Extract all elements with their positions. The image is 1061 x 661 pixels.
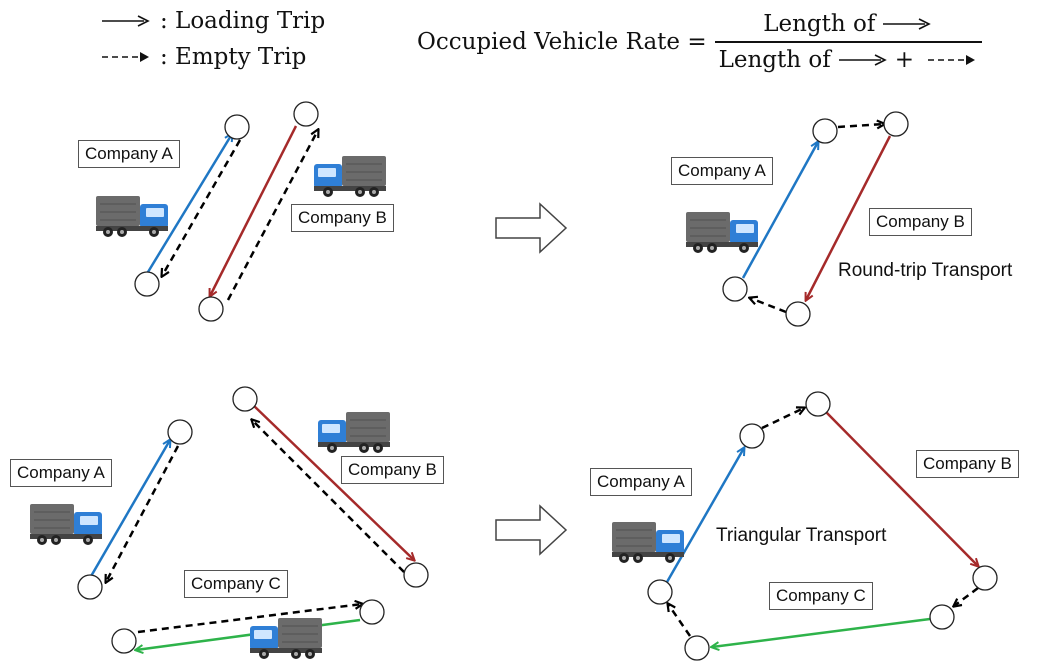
node [134, 271, 160, 297]
empty-trip-arrow [761, 408, 804, 430]
node [359, 599, 385, 625]
fraction-bar [714, 41, 983, 43]
legend-empty-trip: : Empty Trip [100, 44, 306, 70]
company-a-label: Company A [671, 157, 773, 185]
company-b-loading-arrow [825, 411, 978, 566]
truck-icon [685, 211, 759, 254]
dashed-arrow-icon [102, 52, 149, 62]
solid-arrow-icon [102, 15, 150, 27]
formula-fraction: Length of Length of + [714, 7, 983, 77]
company-c-loading-arrow [712, 617, 931, 647]
top-left-panel [95, 101, 386, 322]
empty-trip-arrow [226, 130, 318, 301]
node [167, 419, 193, 445]
legend-empty-trip-label: : Empty Trip [160, 44, 307, 70]
formula-numerator: Length of [759, 7, 937, 41]
formula-denominator-text: Length of [718, 46, 831, 73]
node [684, 635, 710, 661]
node [739, 423, 765, 449]
node [812, 118, 838, 144]
empty-trip-arrow [106, 445, 180, 582]
top-right-panel [685, 111, 909, 327]
company-a-label: Company A [78, 140, 180, 168]
company-c-label: Company C [184, 570, 288, 598]
company-a-loading-arrow [146, 134, 232, 273]
transition-arrow-icon [495, 504, 568, 556]
legend-loading-trip-label: : Loading Trip [160, 8, 326, 34]
node [198, 296, 224, 322]
formula-numerator-text: Length of [763, 11, 876, 38]
bottom-right-panel [611, 391, 998, 661]
empty-trip-arrow [954, 587, 979, 606]
company-a-label: Company A [590, 468, 692, 496]
truck-icon [250, 618, 322, 659]
company-b-loading-arrow [806, 135, 892, 300]
company-b-label: Company B [869, 208, 972, 236]
node [403, 562, 429, 588]
empty-trip-arrow [137, 604, 362, 634]
node [785, 301, 811, 327]
formula-plus: + [894, 46, 915, 73]
company-a-loading-arrow [741, 142, 818, 279]
node [293, 101, 319, 127]
transition-arrow-icon [495, 202, 568, 254]
empty-trip-arrow [837, 124, 884, 127]
truck-icon [611, 521, 685, 564]
node [883, 111, 909, 137]
node [722, 276, 748, 302]
solid-arrow-icon [838, 54, 887, 66]
truck-icon [95, 195, 169, 238]
triangular-transport-label: Triangular Transport [716, 525, 887, 546]
occupied-vehicle-rate-formula: Occupied Vehicle Rate = Length of Length… [417, 4, 983, 80]
company-c-label: Company C [769, 582, 873, 610]
company-b-label: Company B [916, 450, 1019, 478]
company-b-loading-arrow [251, 403, 414, 560]
node [111, 628, 137, 654]
company-a-loading-arrow [665, 448, 744, 583]
company-b-label: Company B [291, 204, 394, 232]
company-a-loading-arrow [88, 440, 170, 579]
truck-icon [314, 156, 386, 197]
legend-loading-trip: : Loading Trip [100, 8, 325, 34]
company-c-loading-arrow [136, 618, 361, 650]
empty-trip-arrow [750, 298, 787, 314]
node [232, 386, 258, 412]
empty-trip-arrow [668, 604, 692, 637]
node [224, 114, 250, 140]
node [647, 579, 673, 605]
company-b-label: Company B [341, 456, 444, 484]
empty-trip-arrow [162, 139, 242, 276]
round-trip-transport-label: Round-trip Transport [838, 260, 1013, 281]
node [972, 565, 998, 591]
node [77, 574, 103, 600]
formula-denominator: Length of + [715, 43, 982, 77]
formula-lhs: Occupied Vehicle Rate = [417, 29, 707, 55]
company-b-loading-arrow [210, 125, 298, 296]
bottom-left-panel [29, 386, 429, 659]
node [805, 391, 831, 417]
dashed-arrow-icon [928, 54, 976, 65]
truck-icon [318, 412, 390, 453]
company-a-label: Company A [10, 459, 112, 487]
node [929, 604, 955, 630]
solid-arrow-icon [883, 18, 932, 30]
truck-icon [29, 503, 103, 546]
